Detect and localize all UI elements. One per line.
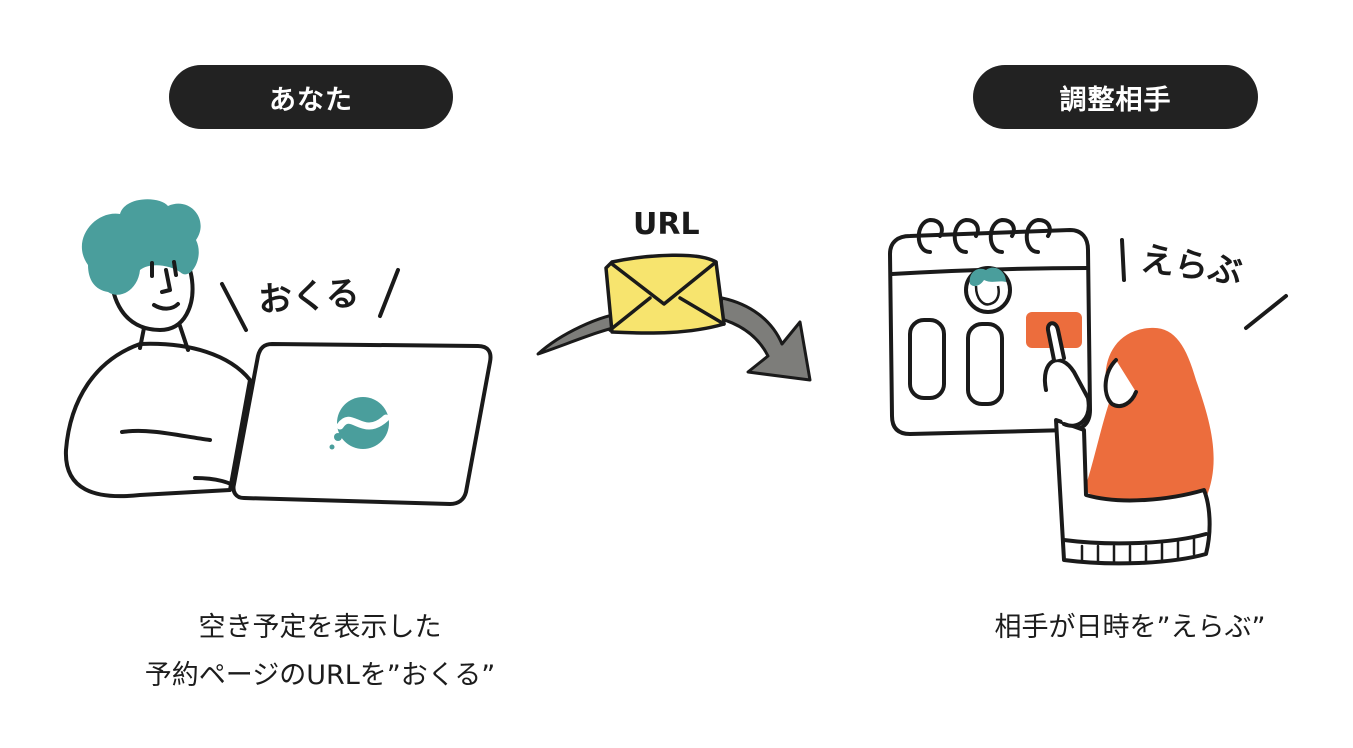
sender-nose xyxy=(160,268,172,294)
sender-body xyxy=(63,341,252,499)
role-label-you-text: あなた xyxy=(269,84,353,116)
partner-sweater-rib xyxy=(1080,536,1196,564)
send-tick-right xyxy=(378,268,400,318)
sender-hair xyxy=(81,199,201,295)
calendar-slot-2 xyxy=(966,322,1004,406)
choose-tick-right xyxy=(1244,294,1288,330)
sender-illustration xyxy=(63,199,493,506)
partner-sweater xyxy=(1054,418,1212,566)
partner-sweater-hem xyxy=(1062,532,1208,546)
caption-you: 空き予定を表示した 予約ページのURLを”おくる” xyxy=(60,604,580,700)
sender-eye-right xyxy=(172,260,178,277)
url-label: URL xyxy=(633,207,700,242)
role-label-partner: 調整相手 xyxy=(973,65,1258,129)
calendar-avatar-icon xyxy=(969,267,1006,306)
caption-you-line-2: 予約ページのURLを”おくる” xyxy=(144,660,496,691)
caption-partner: 相手が日時を”えらぶ” xyxy=(900,604,1353,652)
role-label-you: あなた xyxy=(169,65,453,129)
caption-you-line-1: 空き予定を表示した xyxy=(198,612,442,643)
partner-finger xyxy=(1045,321,1066,362)
calendar-ring-4 xyxy=(1024,218,1052,254)
choose-tick-left xyxy=(1120,238,1126,282)
laptop-logo-icon xyxy=(329,397,390,450)
calendar-illustration xyxy=(888,218,1092,436)
calendar-slot-1 xyxy=(908,318,946,400)
send-tick-left xyxy=(220,282,248,332)
calendar-ring-1 xyxy=(916,218,944,254)
caption-partner-line-1: 相手が日時を”えらぶ” xyxy=(994,612,1266,643)
calendar-ring-3 xyxy=(988,218,1016,254)
partner-hair xyxy=(1084,327,1214,508)
arrow-head xyxy=(716,296,812,382)
role-label-partner-text: 調整相手 xyxy=(1059,84,1172,116)
partner-action-text: えらぶ xyxy=(1138,239,1245,293)
envelope-icon xyxy=(604,253,726,335)
partner-illustration xyxy=(1042,238,1288,566)
calendar-ring-2 xyxy=(952,218,980,254)
partner-arm xyxy=(1042,358,1091,428)
sender-mouth xyxy=(152,302,180,311)
sender-action-text: おくる xyxy=(257,274,361,321)
partner-face xyxy=(1103,358,1138,409)
